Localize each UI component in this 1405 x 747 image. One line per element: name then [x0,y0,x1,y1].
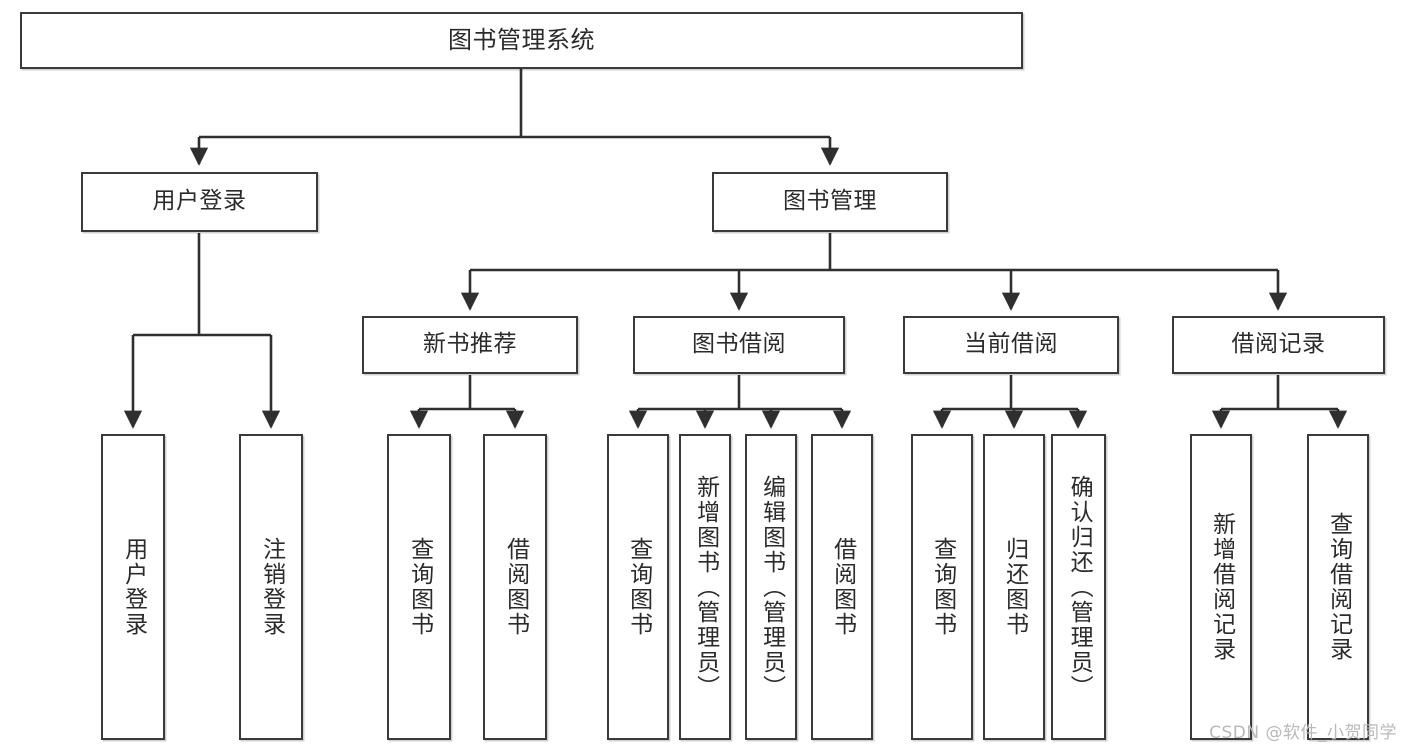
node-new-book-recommend[interactable]: 新书推荐 [362,316,578,374]
node-user-login[interactable]: 用户登录 [81,172,318,232]
leaf-return-book-label: 归还图书 [1001,537,1028,637]
node-borrow-record[interactable]: 借阅记录 [1172,316,1385,374]
leaf-logout-label: 注销登录 [258,537,285,637]
leaf-borrow-book-label: 借阅图书 [829,537,856,637]
leaf-add-borrow-record-label: 新增借阅记录 [1208,512,1235,662]
node-book-borrow[interactable]: 图书借阅 [633,316,845,374]
leaf-user-login-label: 用户登录 [120,537,147,637]
node-book-management-label: 图书管理 [783,188,877,215]
node-root-label: 图书管理系统 [448,26,595,55]
leaf-add-book-admin[interactable]: 新增图书（管理员） [679,434,731,740]
leaf-edit-book-admin[interactable]: 编辑图书（管理员） [745,434,797,740]
leaf-newbook-borrow-book[interactable]: 借阅图书 [483,434,547,740]
leaf-return-book[interactable]: 归还图书 [983,434,1045,740]
csdn-watermark: CSDN @软件_小贺同学 [1209,723,1397,743]
node-current-borrow[interactable]: 当前借阅 [903,316,1119,374]
leaf-confirm-return-admin[interactable]: 确认归还（管理员） [1051,434,1106,740]
leaf-add-book-admin-label: 新增图书（管理员） [692,474,719,700]
leaf-newbook-borrow-book-label: 借阅图书 [502,537,529,637]
leaf-borrow-query-book-label: 查询图书 [625,537,652,637]
node-book-management[interactable]: 图书管理 [712,172,948,232]
leaf-newbook-query-book-label: 查询图书 [406,537,433,637]
leaf-logout[interactable]: 注销登录 [239,434,303,740]
leaf-current-query-book[interactable]: 查询图书 [911,434,973,740]
leaf-query-borrow-record-label: 查询借阅记录 [1325,512,1352,662]
node-root[interactable]: 图书管理系统 [20,12,1023,69]
leaf-newbook-query-book[interactable]: 查询图书 [387,434,451,740]
leaf-confirm-return-admin-label: 确认归还（管理员） [1066,474,1093,700]
leaf-current-query-book-label: 查询图书 [929,537,956,637]
leaf-borrow-query-book[interactable]: 查询图书 [607,434,669,740]
leaf-edit-book-admin-label: 编辑图书（管理员） [758,474,785,700]
leaf-add-borrow-record[interactable]: 新增借阅记录 [1190,434,1252,740]
node-borrow-record-label: 借阅记录 [1231,331,1326,358]
node-current-borrow-label: 当前借阅 [964,331,1058,358]
node-new-book-recommend-label: 新书推荐 [423,331,517,358]
leaf-user-login[interactable]: 用户登录 [101,434,165,740]
leaf-borrow-book[interactable]: 借阅图书 [811,434,873,740]
leaf-query-borrow-record[interactable]: 查询借阅记录 [1307,434,1369,740]
node-book-borrow-label: 图书借阅 [692,331,786,358]
node-user-login-label: 用户登录 [152,188,247,215]
